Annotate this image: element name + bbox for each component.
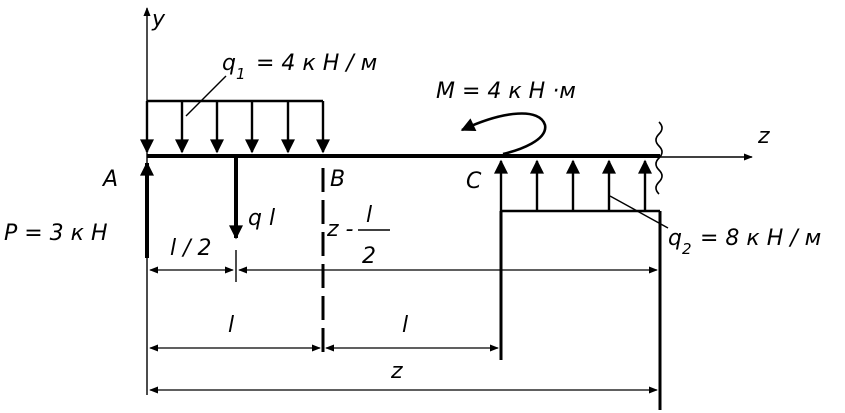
z-minus-text: z - (326, 217, 354, 242)
q2-value: = 8 к Н / м (700, 226, 821, 251)
q1-leader-line (185, 75, 227, 117)
q1-subscript: 1 (236, 65, 246, 83)
point-a-label: A (101, 167, 118, 192)
point-c-label: C (466, 169, 482, 194)
dim-z-label: z (390, 359, 403, 384)
q1-value: = 4 к Н / м (256, 51, 377, 76)
moment-m-label: M = 4 к Н ·м (436, 79, 576, 104)
half-l-label: l / 2 (170, 236, 212, 261)
q2-distributed-load (494, 159, 660, 213)
q1-symbol: q (222, 51, 236, 76)
y-axis-label: y (151, 7, 166, 32)
fraction-denominator: 2 (362, 244, 376, 269)
z-minus-half-l-label: z - l 2 (326, 203, 390, 269)
q2-symbol: q (668, 226, 682, 251)
ql-label: q l (248, 206, 275, 231)
dim-l1-label: l (228, 313, 234, 338)
dim-l2-label: l (402, 313, 408, 338)
q1-label: q 1 = 4 к Н / м (222, 51, 377, 83)
q2-subscript: 2 (682, 240, 692, 258)
q2-label: q 2 = 8 к Н / м (668, 226, 821, 258)
q1-distributed-load (140, 99, 330, 154)
q2-leader-line (609, 195, 669, 229)
fraction-numerator: l (366, 203, 372, 228)
moment-m-arrow (460, 112, 547, 156)
reaction-p-label: P = 3 к Н (4, 221, 108, 246)
point-b-label: B (330, 167, 345, 192)
section-cut (655, 121, 663, 195)
z-axis-label: z (757, 124, 770, 149)
